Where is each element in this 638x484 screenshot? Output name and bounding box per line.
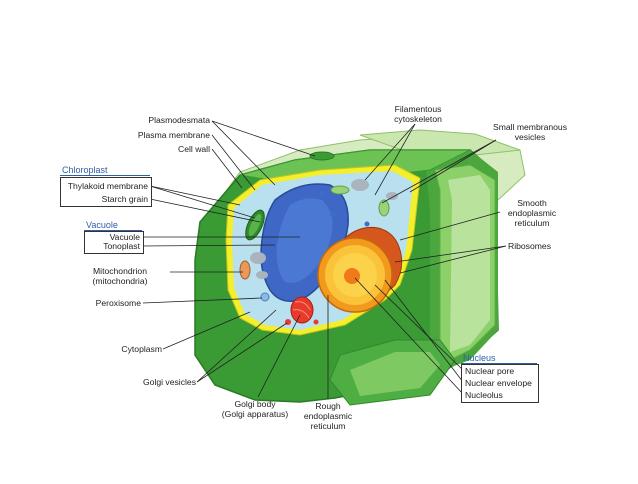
label-mitochondria: (mitochondria) bbox=[92, 276, 148, 286]
heading-nucleus: Nucleus bbox=[463, 353, 496, 363]
small-vesicles bbox=[250, 179, 398, 302]
label-starch-grain: Starch grain bbox=[101, 194, 148, 204]
label-tonoplast: Tonoplast bbox=[103, 241, 140, 251]
label-ribosomes: Ribosomes bbox=[508, 241, 551, 251]
label-cytoplasm: Cytoplasm bbox=[121, 344, 162, 354]
heading-vacuole: Vacuole bbox=[86, 220, 118, 230]
label-plasmodesmata: Plasmodesmata bbox=[148, 115, 210, 125]
label-filamentous: Filamentous bbox=[394, 104, 442, 114]
label-cytoskeleton: cytoskeleton bbox=[394, 114, 442, 124]
chloroplast-box bbox=[60, 177, 152, 207]
label-cell-wall: Cell wall bbox=[178, 144, 210, 154]
label-golgi-apparatus: (Golgi apparatus) bbox=[221, 409, 289, 419]
label-rough-er-3: reticulum bbox=[310, 421, 346, 431]
heading-chloroplast: Chloroplast bbox=[62, 165, 108, 175]
label-vacuole: Vacuole bbox=[109, 232, 140, 242]
label-peroxisome: Peroxisome bbox=[95, 298, 141, 308]
label-smooth-er-2: endoplasmic bbox=[507, 208, 557, 218]
label-rough-er-2: endoplasmic bbox=[303, 411, 353, 421]
vacuole-underline bbox=[84, 230, 142, 231]
label-thylakoid-membrane: Thylakoid membrane bbox=[67, 181, 148, 191]
label-nuclear-envelope: Nuclear envelope bbox=[465, 378, 532, 388]
label-small-vesicles-1: Small membranous bbox=[492, 122, 568, 132]
label-rough-er-1: Rough bbox=[315, 401, 341, 411]
label-plasma-membrane: Plasma membrane bbox=[137, 130, 210, 140]
label-nucleolus: Nucleolus bbox=[465, 390, 503, 400]
leader-lines bbox=[141, 120, 507, 399]
vacuole-box bbox=[84, 231, 144, 254]
label-smooth-er-1: Smooth bbox=[517, 198, 547, 208]
label-golgi-vesicles: Golgi vesicles bbox=[142, 377, 196, 387]
chloroplast-underline bbox=[60, 175, 150, 176]
nucleus-underline bbox=[461, 363, 537, 364]
label-mitochondrion: Mitochondrion bbox=[93, 266, 147, 276]
label-nuclear-pore: Nuclear pore bbox=[465, 366, 515, 376]
label-small-vesicles-2: vesicles bbox=[514, 132, 546, 142]
label-golgi-body: Golgi body bbox=[234, 399, 276, 409]
plasmodesmata-shape bbox=[309, 151, 335, 161]
nucleus-shape bbox=[317, 237, 393, 313]
mitochondrion-shape bbox=[239, 260, 251, 280]
chloroplast-shapes bbox=[245, 185, 390, 241]
label-smooth-er-3: reticulum bbox=[514, 218, 550, 228]
nucleus-box bbox=[461, 364, 539, 403]
